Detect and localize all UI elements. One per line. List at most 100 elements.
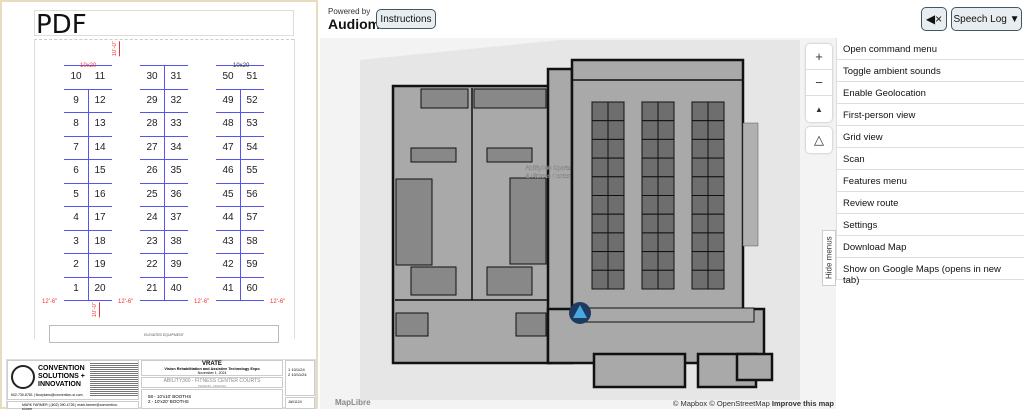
map-booth[interactable] bbox=[657, 195, 675, 215]
booth-number: 38 bbox=[170, 236, 182, 247]
menu-item[interactable]: Features menu bbox=[837, 170, 1024, 192]
map-booth[interactable] bbox=[641, 176, 659, 197]
map-booth[interactable] bbox=[641, 251, 659, 271]
company-box: CONVENTION SOLUTIONS + INNOVATION 602-73… bbox=[7, 360, 139, 400]
map-booth[interactable] bbox=[657, 251, 675, 271]
map-booth[interactable] bbox=[641, 101, 659, 122]
menu-item[interactable]: Settings bbox=[837, 214, 1024, 236]
map-booth[interactable] bbox=[691, 232, 709, 253]
map-booth[interactable] bbox=[591, 176, 609, 197]
map-booth[interactable] bbox=[691, 251, 709, 271]
mute-button[interactable]: ◀× bbox=[921, 7, 947, 31]
booth-number: 34 bbox=[170, 142, 182, 153]
map-booth[interactable] bbox=[657, 157, 675, 178]
aisle-dim: 12'-6" bbox=[118, 299, 134, 305]
map-booth[interactable] bbox=[691, 120, 709, 140]
map-booth[interactable] bbox=[691, 195, 709, 215]
menu-item[interactable]: Download Map bbox=[837, 236, 1024, 258]
map-booth[interactable] bbox=[591, 157, 609, 178]
map-booth[interactable] bbox=[657, 120, 675, 140]
booth-number: 52 bbox=[246, 95, 258, 106]
map-booth[interactable] bbox=[707, 213, 725, 234]
map-booth[interactable] bbox=[607, 176, 625, 197]
map-booth[interactable] bbox=[707, 269, 725, 290]
menu-item[interactable]: Grid view bbox=[837, 126, 1024, 148]
map-booth[interactable] bbox=[691, 269, 709, 290]
instructions-button[interactable]: Instructions bbox=[376, 9, 436, 29]
map-booth[interactable] bbox=[707, 138, 725, 159]
map-booth[interactable] bbox=[707, 120, 725, 140]
booth-number: 33 bbox=[170, 118, 182, 129]
map-booth[interactable] bbox=[641, 195, 659, 215]
map-booth[interactable] bbox=[707, 251, 725, 271]
map-booth[interactable] bbox=[607, 232, 625, 253]
map-booth[interactable] bbox=[657, 213, 675, 234]
wall-line bbox=[294, 39, 295, 339]
menu-item[interactable]: First-person view bbox=[837, 104, 1024, 126]
court-block bbox=[395, 178, 433, 266]
booth-number: 13 bbox=[94, 118, 106, 129]
booth-number: 36 bbox=[170, 189, 182, 200]
attribution-text[interactable]: © Mapbox © OpenStreetMap bbox=[672, 399, 770, 408]
annex bbox=[742, 122, 759, 247]
hide-menus-button[interactable]: Hide menus bbox=[822, 230, 836, 286]
map-booth[interactable] bbox=[691, 101, 709, 122]
booth-divider bbox=[164, 65, 165, 300]
map-booth[interactable] bbox=[641, 120, 659, 140]
map-booth[interactable] bbox=[591, 232, 609, 253]
map-booth[interactable] bbox=[657, 101, 675, 122]
map-booth[interactable] bbox=[691, 157, 709, 178]
map-booth[interactable] bbox=[641, 232, 659, 253]
map-booth[interactable] bbox=[657, 232, 675, 253]
map-booth[interactable] bbox=[607, 120, 625, 140]
fine-print bbox=[90, 363, 138, 397]
map-booth[interactable] bbox=[641, 269, 659, 290]
map-booth[interactable] bbox=[707, 101, 725, 122]
map-canvas[interactable]: Ability360 Sports & Fitness Center + − ▲… bbox=[320, 38, 836, 409]
map-booth[interactable] bbox=[591, 213, 609, 234]
map-booth[interactable] bbox=[641, 157, 659, 178]
map-booth[interactable] bbox=[657, 269, 675, 290]
map-booth[interactable] bbox=[641, 213, 659, 234]
menu-item[interactable]: Toggle ambient sounds bbox=[837, 60, 1024, 82]
map-booth[interactable] bbox=[607, 269, 625, 290]
map-booth[interactable] bbox=[607, 213, 625, 234]
zoom-in-button[interactable]: + bbox=[806, 44, 832, 70]
improve-map-link[interactable]: Improve this map bbox=[771, 399, 834, 408]
map-booth[interactable] bbox=[691, 213, 709, 234]
map-booth[interactable] bbox=[591, 120, 609, 140]
map-booth[interactable] bbox=[707, 157, 725, 178]
user-location-icon[interactable] bbox=[569, 302, 591, 324]
zoom-out-button[interactable]: − bbox=[806, 70, 832, 96]
menu-item[interactable]: Review route bbox=[837, 192, 1024, 214]
map-booth[interactable] bbox=[707, 176, 725, 197]
map-booth[interactable] bbox=[591, 138, 609, 159]
elevated-equipment: ELEVATED EQUIPMENT bbox=[49, 325, 279, 343]
menu-item[interactable]: Enable Geolocation bbox=[837, 82, 1024, 104]
map-booth[interactable] bbox=[591, 101, 609, 122]
map-booth[interactable] bbox=[607, 251, 625, 271]
map-booth[interactable] bbox=[707, 195, 725, 215]
map-booth[interactable] bbox=[591, 251, 609, 271]
zoom-controls: + − ▲ bbox=[806, 44, 832, 122]
compass-button[interactable]: ▲ bbox=[815, 104, 823, 114]
map-booth[interactable] bbox=[657, 138, 675, 159]
booth-divider bbox=[216, 65, 264, 66]
map-booth[interactable] bbox=[607, 195, 625, 215]
map-booth[interactable] bbox=[607, 157, 625, 178]
map-booth[interactable] bbox=[607, 138, 625, 159]
menu-item[interactable]: Show on Google Maps (opens in new tab) bbox=[837, 258, 1024, 286]
menu-item[interactable]: Scan bbox=[837, 148, 1024, 170]
map-booth[interactable] bbox=[607, 101, 625, 122]
perspective-button[interactable]: △ bbox=[814, 132, 824, 147]
map-booth[interactable] bbox=[691, 138, 709, 159]
speech-log-button[interactable]: Speech Log ▼ bbox=[951, 7, 1022, 31]
map-booth[interactable] bbox=[591, 195, 609, 215]
menu-item[interactable]: Open command menu bbox=[837, 38, 1024, 60]
map-booth[interactable] bbox=[591, 269, 609, 290]
map-booth[interactable] bbox=[657, 176, 675, 197]
map-booth[interactable] bbox=[641, 138, 659, 159]
maplibre-logo[interactable]: MapLibre bbox=[335, 398, 371, 407]
map-booth[interactable] bbox=[707, 232, 725, 253]
map-booth[interactable] bbox=[691, 176, 709, 197]
